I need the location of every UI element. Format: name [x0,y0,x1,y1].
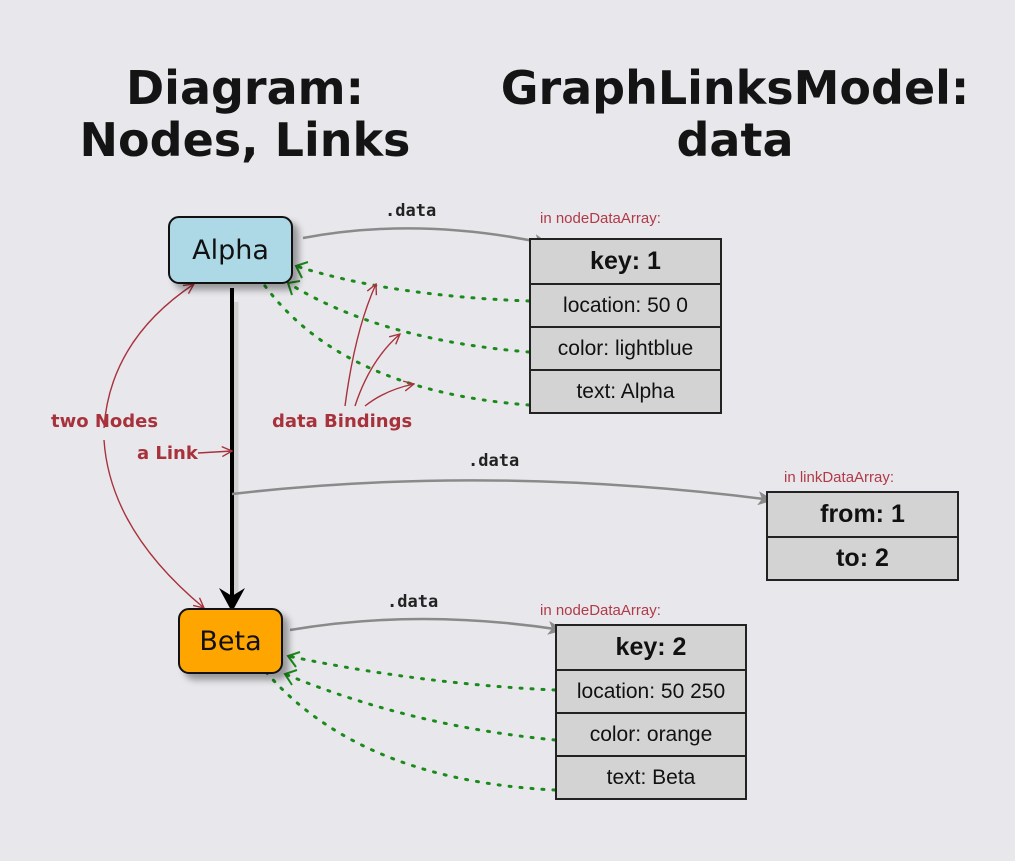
record-to: to: 2 [768,536,957,579]
callout-data-bindings: data Bindings [272,411,413,432]
data-arrow-beta [289,617,564,635]
diagram-title-line-2: Nodes, Links [79,113,411,167]
data-bindings-alpha [252,264,531,407]
node-array-label-beta: in nodeDataArray: [540,602,661,619]
node-alpha[interactable]: Alpha [168,216,293,284]
link-data-record: from: 1 to: 2 [766,491,959,581]
record-location: location: 50 0 [531,283,720,326]
record-color: color: lightblue [531,326,720,369]
model-title: GraphLinksModel: data [485,62,985,166]
model-title-line-2: data [676,113,794,167]
callout-two-nodes: two Nodes [51,411,159,432]
data-arrow-alpha [302,227,550,248]
link-alpha-to-beta [219,288,245,612]
diagram-title-line-1: Diagram: [126,61,364,115]
node-beta[interactable]: Beta [178,608,283,674]
record-from: from: 1 [820,500,905,528]
record-key: key: 1 [590,247,661,275]
data-ref-label-link: .data [468,451,520,471]
record-key: key: 2 [615,633,687,661]
record-text: text: Beta [557,755,745,798]
node-data-record-alpha: key: 1 location: 50 0 color: lightblue t… [529,238,722,414]
record-location: location: 50 250 [557,669,745,712]
node-alpha-label: Alpha [192,234,269,266]
link-array-label: in linkDataArray: [784,469,895,486]
node-data-record-beta: key: 2 location: 50 250 color: orange te… [555,624,747,800]
data-arrow-link [231,479,774,506]
data-bindings-beta [254,654,557,792]
data-ref-label-alpha: .data [385,201,437,221]
record-text: text: Alpha [531,369,720,412]
diagram-title: Diagram: Nodes, Links [40,62,450,166]
callout-a-link: a Link [137,443,198,464]
node-array-label-alpha: in nodeDataArray: [540,210,661,227]
record-color: color: orange [557,712,745,755]
model-title-line-1: GraphLinksModel: [500,61,970,115]
node-beta-label: Beta [199,625,262,657]
data-ref-label-beta: .data [387,592,439,612]
callout-arrows [103,284,414,608]
